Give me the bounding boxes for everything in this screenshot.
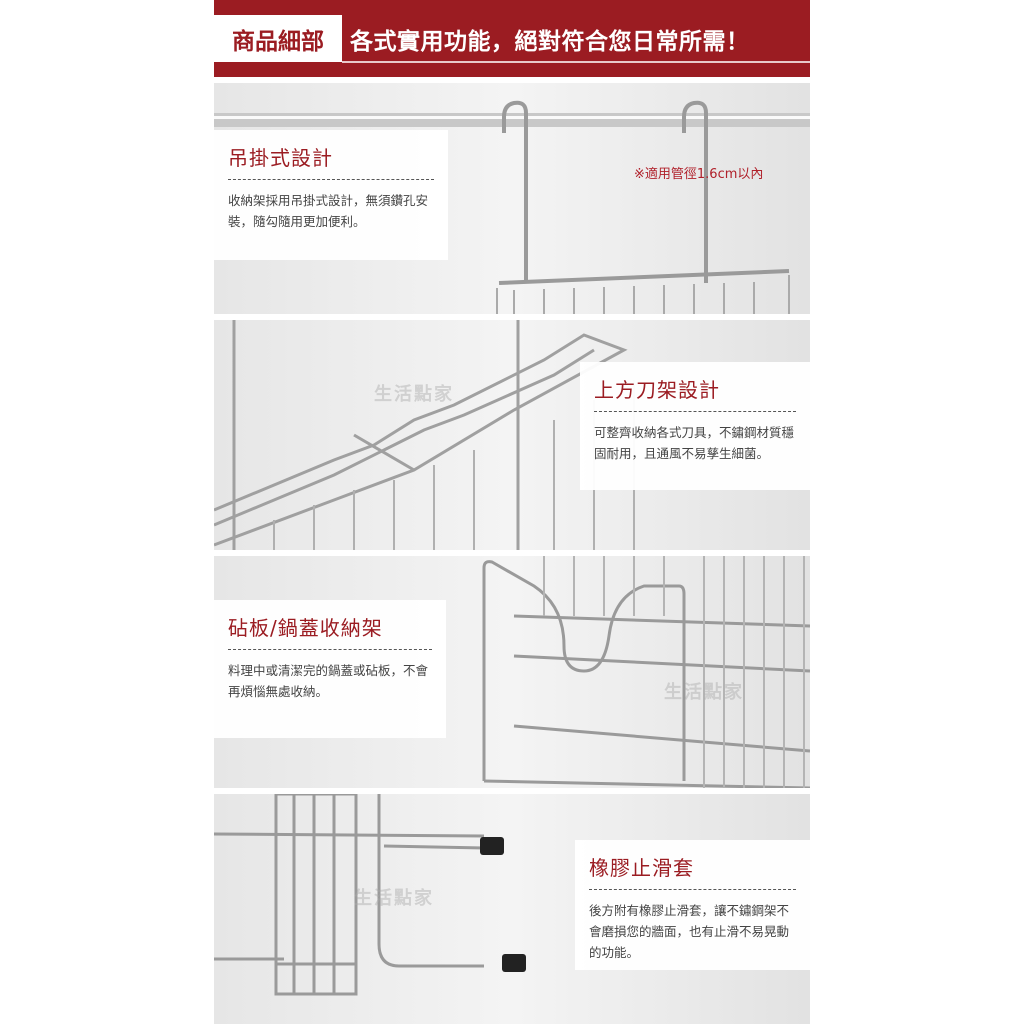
section-board-holder: 生活點家 砧板/鍋蓋收納架 料理中或清潔完的鍋蓋或砧板，不會再煩惱無處收納。 [214, 556, 810, 788]
watermark-logo: 生活點家 [374, 384, 454, 405]
product-detail-column: 商品細部 各式實用功能，絕對符合您日常所需！ ※適用管徑1.6cm以內 吊掛式設… [214, 0, 810, 1024]
feature-title: 砧板/鍋蓋收納架 [228, 612, 432, 650]
feature-desc: 料理中或清潔完的鍋蓋或砧板，不會再煩惱無處收納。 [228, 663, 429, 699]
header-divider [342, 61, 810, 63]
board-holder-image [482, 556, 810, 788]
feature-card: 吊掛式設計 收納架採用吊掛式設計，無須鑽孔安裝，隨勾隨用更加便利。 [214, 130, 448, 260]
feature-card: 砧板/鍋蓋收納架 料理中或清潔完的鍋蓋或砧板，不會再煩惱無處收納。 [214, 600, 446, 738]
feature-card: 上方刀架設計 可整齊收納各式刀具，不鏽鋼材質穩固耐用，且通風不易孳生細菌。 [580, 362, 810, 490]
feature-card: 橡膠止滑套 後方附有橡膠止滑套，讓不鏽鋼架不會磨損您的牆面，也有止滑不易晃動的功… [575, 840, 810, 970]
feature-title: 吊掛式設計 [228, 142, 434, 180]
header-tag: 商品細部 [214, 15, 342, 62]
feature-title: 上方刀架設計 [594, 374, 796, 412]
section-knife-rack: 生活點家 上方刀架設計 可整齊收納各式刀具，不鏽鋼材質穩固耐用，且通風不易孳生細… [214, 320, 810, 550]
watermark-logo: 生活點家 [354, 888, 434, 909]
feature-desc: 後方附有橡膠止滑套，讓不鏽鋼架不會磨損您的牆面，也有止滑不易晃動的功能。 [589, 903, 790, 960]
feature-desc: 收納架採用吊掛式設計，無須鑽孔安裝，隨勾隨用更加便利。 [228, 193, 429, 229]
header-title: 各式實用功能，絕對符合您日常所需！ [350, 28, 750, 55]
rail-hook-image [214, 100, 810, 314]
pipe-diameter-note: ※適用管徑1.6cm以內 [634, 167, 764, 182]
header-banner: 商品細部 各式實用功能，絕對符合您日常所需！ [214, 0, 810, 77]
watermark-logo: 生活點家 [664, 682, 744, 703]
section-rubber-grip: 生活點家 橡膠止滑套 後方附有橡膠止滑套，讓不鏽鋼架不會磨損您的牆面，也有止滑不… [214, 794, 810, 1024]
section-hanging: ※適用管徑1.6cm以內 吊掛式設計 收納架採用吊掛式設計，無須鑽孔安裝，隨勾隨… [214, 83, 810, 314]
feature-title: 橡膠止滑套 [589, 852, 796, 890]
feature-desc: 可整齊收納各式刀具，不鏽鋼材質穩固耐用，且通風不易孳生細菌。 [594, 425, 795, 461]
rubber-grip-image [214, 794, 526, 996]
